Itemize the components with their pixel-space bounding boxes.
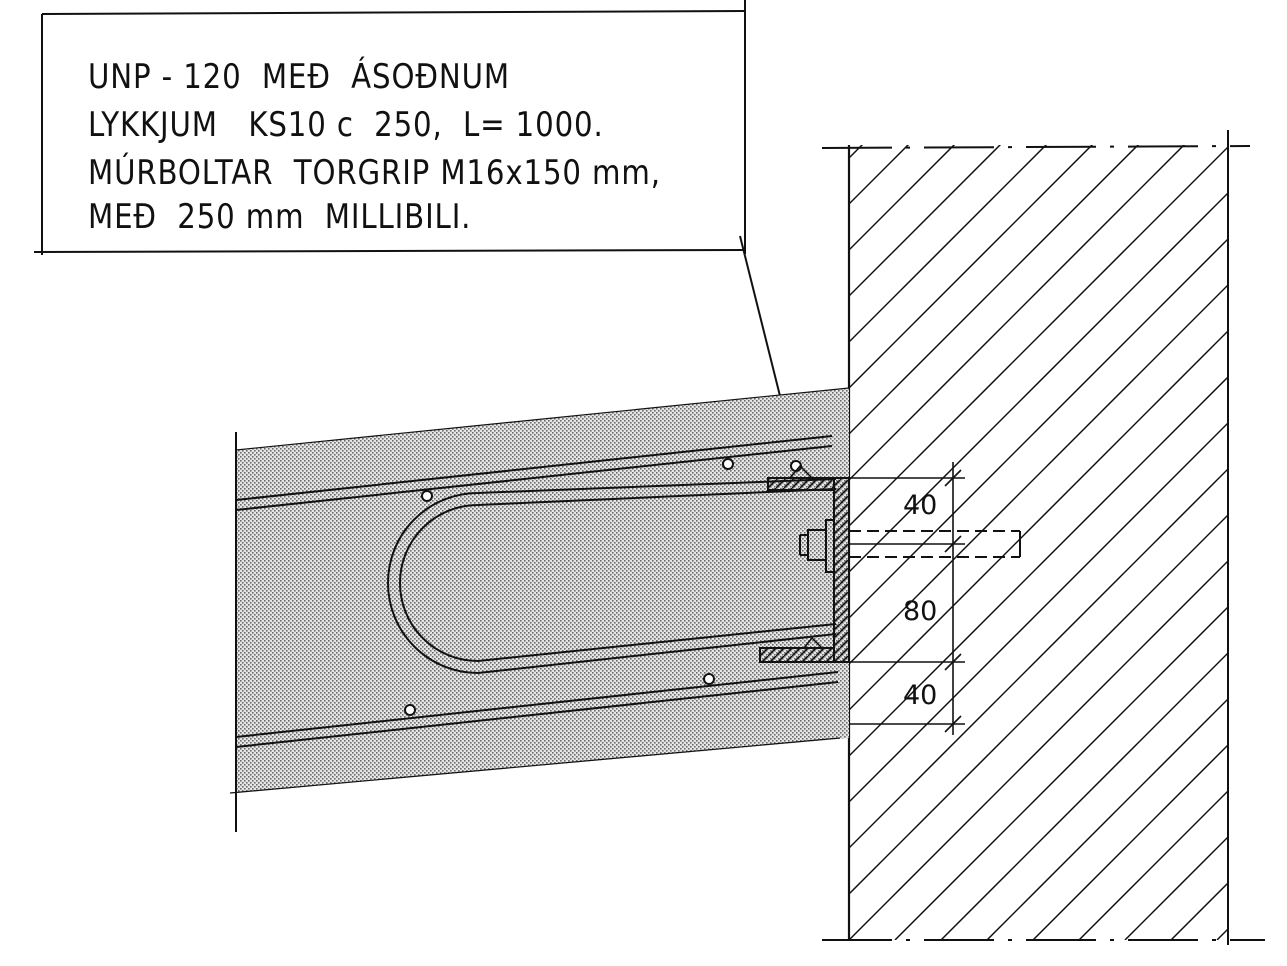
unp-channel	[759, 464, 850, 663]
wall-hatch-line	[849, 559, 1228, 940]
wall-hatch-line	[1263, 140, 1287, 940]
wall-hatch-line	[849, 467, 1228, 850]
wall-hatch-line	[986, 697, 1228, 940]
wall-hatch-line	[849, 421, 1228, 804]
note-line-3: MÚRBOLTAR TORGRIP M16x150 mm,	[88, 153, 661, 193]
wall-hatch-line	[849, 375, 1228, 758]
note-box	[33, 0, 746, 255]
wall-hatch-line	[849, 145, 1228, 528]
wall-hatch-line	[1078, 789, 1228, 940]
wall-hatch-line	[849, 145, 1186, 482]
wall-hatch-line	[849, 513, 1228, 896]
dimension-middle-label: 80	[903, 596, 938, 627]
wall-hatch-line	[849, 191, 1228, 574]
wall-hatch-line	[940, 651, 1228, 940]
wall-hatch-line	[849, 237, 1228, 620]
wall-hatch-line	[1032, 743, 1228, 940]
wall-hatch-line	[849, 145, 1002, 298]
beam-section	[229, 387, 850, 832]
wall-hatch-line	[849, 145, 1140, 436]
wall-hatch-line	[849, 145, 1048, 344]
dimension-chain	[849, 462, 965, 735]
wall-hatch-line	[849, 145, 1094, 390]
wall-hatch-line	[894, 605, 1228, 940]
dimension-bottom-label: 40	[903, 680, 938, 711]
note-line-4: MEÐ 250 mm MILLIBILI.	[88, 197, 472, 237]
dimension-top-label: 40	[903, 490, 938, 521]
wall-hatch-line	[849, 283, 1228, 666]
anchor-bolt	[799, 519, 1021, 573]
note-line-1: UNP - 120 MEÐ ÁSOÐNUM	[88, 57, 510, 97]
note-line-2: LYKKJUM KS10 c 250, L= 1000.	[88, 105, 604, 145]
